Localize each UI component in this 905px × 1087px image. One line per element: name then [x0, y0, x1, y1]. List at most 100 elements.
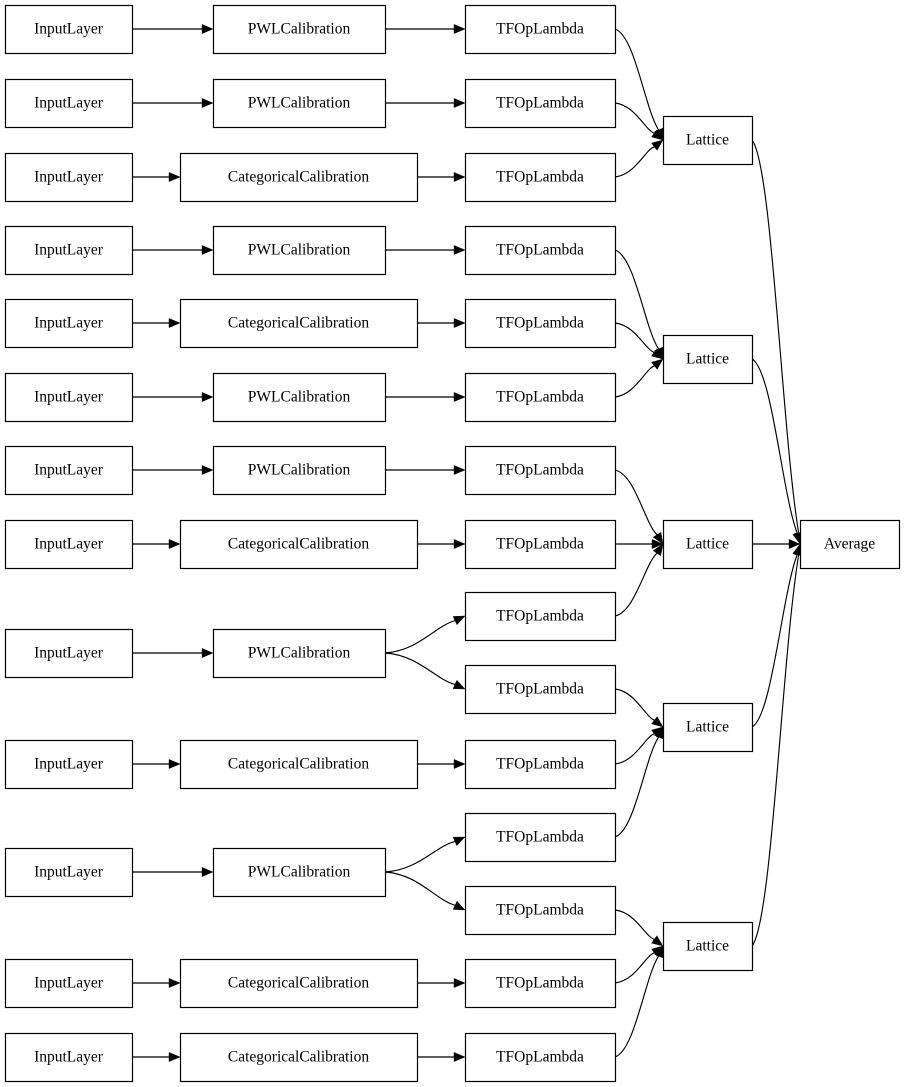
edge-in5-to-cal5 [132, 318, 181, 328]
node-tfop-lambda-op9[interactable]: TFOpLambda [464, 591, 617, 642]
node-tfop-lambda-op14[interactable]: TFOpLambda [464, 958, 617, 1009]
arrow-head-icon [201, 392, 214, 402]
node-box [4, 445, 134, 496]
edge-op3-to-lat1 [614, 139, 664, 178]
node-pwlcalibration-cal9[interactable]: PWLCalibration [212, 628, 387, 679]
node-input-layer-in13[interactable]: InputLayer [4, 1032, 134, 1083]
node-tfop-lambda-op2[interactable]: TFOpLambda [464, 78, 617, 129]
node-box [4, 152, 134, 203]
node-tfop-lambda-op13[interactable]: TFOpLambda [464, 885, 617, 936]
edge-op6-to-lat2 [614, 358, 664, 398]
arrow-head-icon [168, 318, 181, 328]
node-box [464, 739, 617, 790]
edge-op4-to-lat2 [614, 249, 664, 360]
edge-line [614, 28, 660, 131]
edge-line [384, 871, 456, 906]
node-tfop-lambda-op5[interactable]: TFOpLambda [464, 298, 617, 349]
node-tfop-lambda-op1[interactable]: TFOpLambda [464, 4, 617, 55]
edge-cal8-to-op8 [417, 539, 466, 549]
edge-op9-to-lat3 [614, 543, 664, 617]
node-pwlcalibration-cal11[interactable]: PWLCalibration [212, 847, 387, 898]
edge-line [751, 554, 798, 728]
edge-line [614, 552, 658, 617]
node-lattice-lat1[interactable]: Lattice [662, 115, 754, 166]
arrow-head-icon [168, 539, 181, 549]
node-tfop-lambda-op7[interactable]: TFOpLambda [464, 445, 617, 496]
arrow-head-icon [201, 648, 214, 658]
node-input-layer-in1[interactable]: InputLayer [4, 4, 134, 55]
edge-in10-to-cal10 [132, 759, 181, 769]
node-average-avg[interactable]: Average [799, 519, 901, 570]
edge-op12-to-lat4 [614, 726, 664, 838]
node-pwlcalibration-cal4[interactable]: PWLCalibration [212, 225, 387, 276]
node-box [179, 958, 419, 1009]
node-categorical-calibration-cal5[interactable]: CategoricalCalibration [179, 298, 419, 349]
node-box [4, 847, 134, 898]
node-box [464, 152, 617, 203]
node-pwlcalibration-cal6[interactable]: PWLCalibration [212, 372, 387, 423]
arrow-head-icon [201, 465, 214, 475]
edge-cal11-to-op12 [384, 836, 466, 873]
edge-line [384, 620, 456, 654]
arrow-head-icon [453, 392, 466, 402]
edge-lat5-to-avg [751, 543, 804, 947]
node-box [464, 225, 617, 276]
node-categorical-calibration-cal8[interactable]: CategoricalCalibration [179, 519, 419, 570]
arrow-head-icon [651, 358, 664, 370]
arrow-head-icon [168, 978, 181, 988]
edge-op10-to-lat4 [614, 688, 664, 728]
arrow-head-icon [453, 318, 466, 328]
edge-line [751, 139, 800, 534]
node-input-layer-in3[interactable]: InputLayer [4, 152, 134, 203]
node-input-layer-in10[interactable]: InputLayer [4, 739, 134, 790]
node-box [4, 225, 134, 276]
node-box [212, 225, 387, 276]
node-input-layer-in4[interactable]: InputLayer [4, 225, 134, 276]
node-box [4, 739, 134, 790]
edge-in12-to-cal12 [132, 978, 181, 988]
node-input-layer-in5[interactable]: InputLayer [4, 298, 134, 349]
node-categorical-calibration-cal12[interactable]: CategoricalCalibration [179, 958, 419, 1009]
node-input-layer-in8[interactable]: InputLayer [4, 519, 134, 570]
node-input-layer-in2[interactable]: InputLayer [4, 78, 134, 129]
edge-cal7-to-op7 [385, 465, 466, 475]
edge-line [614, 146, 655, 178]
node-box [799, 519, 901, 570]
node-input-layer-in6[interactable]: InputLayer [4, 372, 134, 423]
node-box [179, 739, 419, 790]
node-lattice-lat4[interactable]: Lattice [662, 702, 754, 753]
edge-op13-to-lat5 [614, 909, 664, 947]
node-tfop-lambda-op12[interactable]: TFOpLambda [464, 812, 617, 863]
edge-op8-to-lat3 [615, 539, 664, 549]
node-layer: InputLayerInputLayerInputLayerInputLayer… [4, 4, 901, 1083]
node-tfop-lambda-op8[interactable]: TFOpLambda [464, 519, 617, 570]
node-box [464, 591, 617, 642]
node-box [4, 78, 134, 129]
node-tfop-lambda-op6[interactable]: TFOpLambda [464, 372, 617, 423]
node-box [464, 78, 617, 129]
node-tfop-lambda-op11[interactable]: TFOpLambda [464, 739, 617, 790]
arrow-head-icon [452, 836, 466, 846]
node-categorical-calibration-cal10[interactable]: CategoricalCalibration [179, 739, 419, 790]
node-pwlcalibration-cal7[interactable]: PWLCalibration [212, 445, 387, 496]
node-pwlcalibration-cal1[interactable]: PWLCalibration [212, 4, 387, 55]
edge-op14-to-lat5 [614, 945, 664, 984]
node-input-layer-in9[interactable]: InputLayer [4, 628, 134, 679]
node-tfop-lambda-op4[interactable]: TFOpLambda [464, 225, 617, 276]
node-lattice-lat3[interactable]: Lattice [662, 519, 754, 570]
node-input-layer-in11[interactable]: InputLayer [4, 847, 134, 898]
edge-cal4-to-op4 [385, 245, 466, 255]
node-lattice-lat5[interactable]: Lattice [662, 921, 754, 972]
node-lattice-lat2[interactable]: Lattice [662, 334, 754, 385]
node-box [4, 519, 134, 570]
node-input-layer-in7[interactable]: InputLayer [4, 445, 134, 496]
node-pwlcalibration-cal2[interactable]: PWLCalibration [212, 78, 387, 129]
node-tfop-lambda-op10[interactable]: TFOpLambda [464, 664, 617, 715]
arrow-head-icon [651, 139, 664, 151]
node-box [464, 958, 617, 1009]
node-input-layer-in12[interactable]: InputLayer [4, 958, 134, 1009]
node-categorical-calibration-cal13[interactable]: CategoricalCalibration [179, 1032, 419, 1083]
node-categorical-calibration-cal3[interactable]: CategoricalCalibration [179, 152, 419, 203]
node-tfop-lambda-op15[interactable]: TFOpLambda [464, 1032, 617, 1083]
node-tfop-lambda-op3[interactable]: TFOpLambda [464, 152, 617, 203]
